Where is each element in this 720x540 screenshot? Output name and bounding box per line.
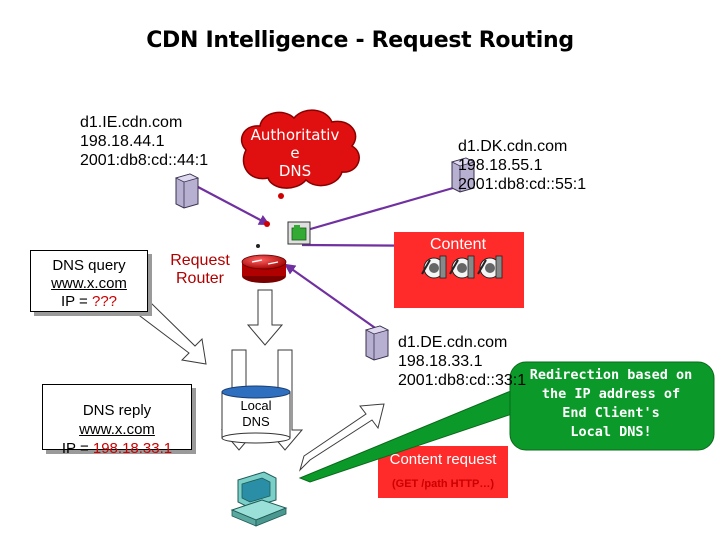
page-title: CDN Intelligence - Request Routing — [146, 28, 574, 53]
route-dot-2 — [256, 244, 260, 248]
arrow-query-in — [139, 301, 207, 365]
node-de-ipv6: 2001:db8:cd::33:1 — [398, 372, 527, 389]
node-de-info: d1.DE.cdn.com 198.18.33.1 2001:db8:cd::3… — [398, 333, 526, 390]
arrow-router-down — [246, 289, 284, 346]
request-router-label: Request Router — [160, 252, 240, 288]
redirection-callout-text: Redirection based on the IP address of E… — [516, 366, 706, 442]
content-servers — [421, 255, 503, 279]
node-de-host: d1.DE.cdn.com — [398, 334, 508, 351]
dns-query-domain: www.x.com — [51, 275, 127, 292]
node-ie-info: d1.IE.cdn.com 198.18.44.1 2001:db8:cd::4… — [80, 113, 208, 170]
authoritative-dns-cloud — [240, 109, 360, 189]
node-de-ipv4: 198.18.33.1 — [398, 353, 483, 370]
dns-query-ip-value: ??? — [91, 293, 118, 310]
node-ie-host: d1.IE.cdn.com — [80, 114, 183, 131]
content-request-label: Content request — [389, 451, 497, 468]
local-dns-cylinder — [221, 385, 291, 444]
redirection-callout — [298, 361, 715, 483]
dns-reply-ip-value: 198.18.33.1 — [92, 440, 173, 457]
link-dk-router — [297, 184, 461, 235]
node-ie-ipv4: 198.18.44.1 — [80, 133, 165, 150]
authoritative-dns-line3: DNS — [278, 162, 312, 180]
dns-query-label: DNS query — [52, 257, 126, 274]
link-de-router — [284, 263, 379, 331]
server-icon-dk — [450, 157, 476, 193]
server-icon-de — [364, 325, 390, 361]
dns-reply-ip-prefix: IP = — [61, 440, 93, 457]
dns-folder-icon — [287, 221, 311, 245]
authoritative-dns-line2: e — [290, 144, 300, 162]
content-request-panel — [378, 446, 508, 498]
authoritative-dns-line1: Authoritativ — [250, 126, 340, 144]
dns-reply-label: DNS reply — [82, 402, 152, 419]
arrow-to-de — [298, 403, 385, 472]
link-ie-router — [197, 186, 270, 226]
authoritative-dns-label: Authoritativ e DNS — [240, 126, 350, 182]
node-ie-ipv6: 2001:db8:cd::44:1 — [80, 152, 209, 169]
callout-line4: Local DNS! — [570, 424, 652, 440]
dns-reply-ip: IP = 198.18.33.1 — [43, 439, 191, 458]
local-dns-line1: Local — [240, 398, 272, 413]
dns-query-ip: IP = ??? — [31, 293, 147, 311]
callout-line3: End Client's — [562, 405, 660, 421]
request-router-line2: Router — [175, 270, 225, 287]
callout-line2: the IP address of — [541, 386, 681, 402]
node-dk-info: d1.DK.cdn.com 198.18.55.1 2001:db8:cd::5… — [458, 137, 586, 194]
dns-query-ip-prefix: IP = — [60, 293, 92, 310]
callout-line1: Redirection based on — [529, 367, 693, 383]
node-dk-ipv6: 2001:db8:cd::55:1 — [458, 176, 587, 193]
local-dns-label: Local DNS — [225, 398, 287, 430]
server-icon-ie — [174, 173, 200, 209]
route-dot-1 — [264, 221, 270, 227]
node-dk-ipv4: 198.18.55.1 — [458, 157, 543, 174]
dns-query-box: DNS query www.x.com IP = ??? — [30, 250, 148, 312]
router-icon — [241, 254, 287, 283]
content-label: Content — [429, 236, 487, 253]
local-dns-line2: DNS — [242, 414, 270, 429]
request-router-line1: Request — [170, 252, 230, 269]
node-dk-host: d1.DK.cdn.com — [458, 138, 568, 155]
content-request-sub: (GET /path HTTP…) — [391, 478, 495, 490]
dns-reply-box: DNS reply www.x.com IP = 198.18.33.1 — [42, 384, 192, 457]
client-computer-icon — [230, 471, 288, 527]
route-dot-3 — [278, 193, 284, 199]
dns-reply-domain: www.x.com — [79, 421, 155, 438]
